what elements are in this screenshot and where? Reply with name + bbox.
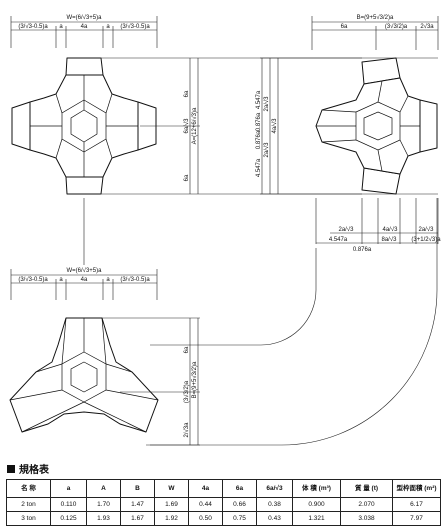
side-botdim-3: 2a/√3 bbox=[419, 226, 435, 233]
plan-height-dim: B=(9+5√3/2)a bbox=[191, 361, 198, 398]
plan-vdim-3: 2/√3a bbox=[183, 422, 190, 438]
spec-table-title: 規格表 bbox=[19, 465, 49, 476]
header-cell: B bbox=[120, 479, 155, 498]
table-row: 2 ton 0.110 1.70 1.47 1.69 0.44 0.66 0.3… bbox=[6, 497, 441, 512]
table-cell: 1.69 bbox=[154, 497, 189, 512]
spec-table-header-row: 名 称 a A B W 4a 6a 6a/√3 体 積 (m³) 質 量 (t)… bbox=[6, 479, 441, 498]
side-botdim-1: 2a/√3 bbox=[339, 226, 355, 233]
plan-subdim-3: 4a bbox=[81, 277, 88, 283]
front-vdim-1: 6a bbox=[184, 90, 190, 97]
front-view-tetrapod bbox=[11, 57, 157, 195]
front-subdim-1: (3/√3-0.5)a bbox=[18, 23, 48, 30]
side-botdim-7: 0.876a bbox=[353, 247, 372, 253]
header-cell: 4a bbox=[188, 479, 223, 498]
side-vdim-4: 4a/√3 bbox=[271, 118, 278, 134]
table-cell: 1.321 bbox=[292, 511, 341, 526]
front-subdim-3: 4a bbox=[81, 24, 88, 30]
technical-drawing: W=(6/√3+5)a (3/√3-0.5)a a 4a a (3/√3-0.5… bbox=[9, 14, 441, 446]
side-vdim-1: 4.547a bbox=[256, 90, 262, 109]
front-vdim-2: 6a/√3 bbox=[183, 118, 190, 134]
table-cell: 3 ton bbox=[6, 511, 51, 526]
side-view-tetrapod bbox=[315, 57, 438, 195]
plan-vdim-1: 6a bbox=[184, 346, 190, 353]
table-cell: 0.125 bbox=[50, 511, 87, 526]
table-cell: 2 ton bbox=[6, 497, 51, 512]
header-cell: 6a bbox=[222, 479, 257, 498]
side-vdim-5: 0.876a bbox=[256, 130, 262, 149]
side-botdim-5: 8a/√3 bbox=[382, 236, 398, 243]
table-cell: 0.900 bbox=[292, 497, 341, 512]
spec-table-heading: 規格表 bbox=[7, 461, 440, 476]
plan-view-tetrapod bbox=[9, 317, 159, 433]
header-cell: 6a/√3 bbox=[256, 479, 293, 498]
front-subdim-5: (3/√3-0.5)a bbox=[120, 23, 150, 30]
front-view: W=(6/√3+5)a (3/√3-0.5)a a 4a a (3/√3-0.5… bbox=[10, 14, 200, 195]
header-cell: W bbox=[154, 479, 189, 498]
header-cell: 質 量 (t) bbox=[340, 479, 393, 498]
side-vdim-6: 2a/√3 bbox=[263, 142, 270, 158]
table-cell: 1.93 bbox=[86, 511, 121, 526]
projection-lines bbox=[83, 57, 438, 446]
front-subdim-4: a bbox=[106, 24, 110, 30]
table-cell: 1.47 bbox=[120, 497, 155, 512]
side-vdim-7: 4.547a bbox=[256, 158, 262, 177]
side-view: B=(9+5√3/2)a 6a (3√3/2)a 2√3a bbox=[256, 14, 441, 253]
header-cell: 名 称 bbox=[6, 479, 51, 498]
table-cell: 0.43 bbox=[256, 511, 293, 526]
table-cell: 0.75 bbox=[222, 511, 257, 526]
header-cell: 型枠面積 (m²) bbox=[392, 479, 441, 498]
plan-subdim-5: (3/√3-0.5)a bbox=[120, 276, 150, 283]
side-topdim-1: 6a bbox=[341, 24, 348, 30]
table-cell: 6.17 bbox=[392, 497, 441, 512]
spec-table-section: 規格表 名 称 a A B W 4a 6a 6a/√3 体 積 (m³) 質 量… bbox=[6, 461, 441, 526]
plan-subdim-1: (3/√3-0.5)a bbox=[18, 276, 48, 283]
header-cell: A bbox=[86, 479, 121, 498]
side-vdim-2: 2a/√3 bbox=[263, 96, 270, 112]
table-cell: 0.44 bbox=[188, 497, 223, 512]
side-botdim-2: 4a/√3 bbox=[383, 226, 399, 233]
table-cell: 3.038 bbox=[340, 511, 393, 526]
plan-view: W=(6/√3+5)a (3/√3-0.5)a a 4a a (3/√3-0.5… bbox=[9, 267, 200, 446]
side-botdim-4: 4.547a bbox=[329, 237, 348, 243]
table-cell: 1.67 bbox=[120, 511, 155, 526]
table-row: 3 ton 0.125 1.93 1.67 1.92 0.50 0.75 0.4… bbox=[6, 511, 441, 526]
table-cell: 1.70 bbox=[86, 497, 121, 512]
side-topdim-2: (3√3/2)a bbox=[385, 23, 408, 30]
square-bullet-icon bbox=[7, 464, 15, 473]
header-cell: 体 積 (m³) bbox=[292, 479, 341, 498]
side-vdim-3: 0.876a bbox=[256, 112, 262, 131]
front-subdim-2: a bbox=[59, 24, 63, 30]
table-cell: 0.50 bbox=[188, 511, 223, 526]
header-cell: a bbox=[50, 479, 87, 498]
table-cell: 0.38 bbox=[256, 497, 293, 512]
table-cell: 1.92 bbox=[154, 511, 189, 526]
table-cell: 7.97 bbox=[392, 511, 441, 526]
plan-subdim-2: a bbox=[59, 277, 63, 283]
table-cell: 0.66 bbox=[222, 497, 257, 512]
plan-width-dim: W=(6/√3+5)a bbox=[67, 267, 103, 274]
plan-vdim-2: (3√3/2)a bbox=[183, 380, 190, 403]
table-cell: 2.070 bbox=[340, 497, 393, 512]
side-botdim-6: (3+1/2√3)a bbox=[411, 236, 441, 243]
table-cell: 0.110 bbox=[50, 497, 87, 512]
front-width-dim: W=(6/√3+5)a bbox=[67, 14, 103, 21]
side-topdim-3: 2√3a bbox=[420, 23, 434, 30]
side-width-dim: B=(9+5√3/2)a bbox=[357, 14, 394, 21]
plan-subdim-4: a bbox=[106, 277, 110, 283]
front-vdim-3: 6a bbox=[184, 174, 190, 181]
front-height-dim: A=(12+6/√3)a bbox=[191, 107, 198, 144]
spec-table: 名 称 a A B W 4a 6a 6a/√3 体 積 (m³) 質 量 (t)… bbox=[6, 479, 441, 526]
